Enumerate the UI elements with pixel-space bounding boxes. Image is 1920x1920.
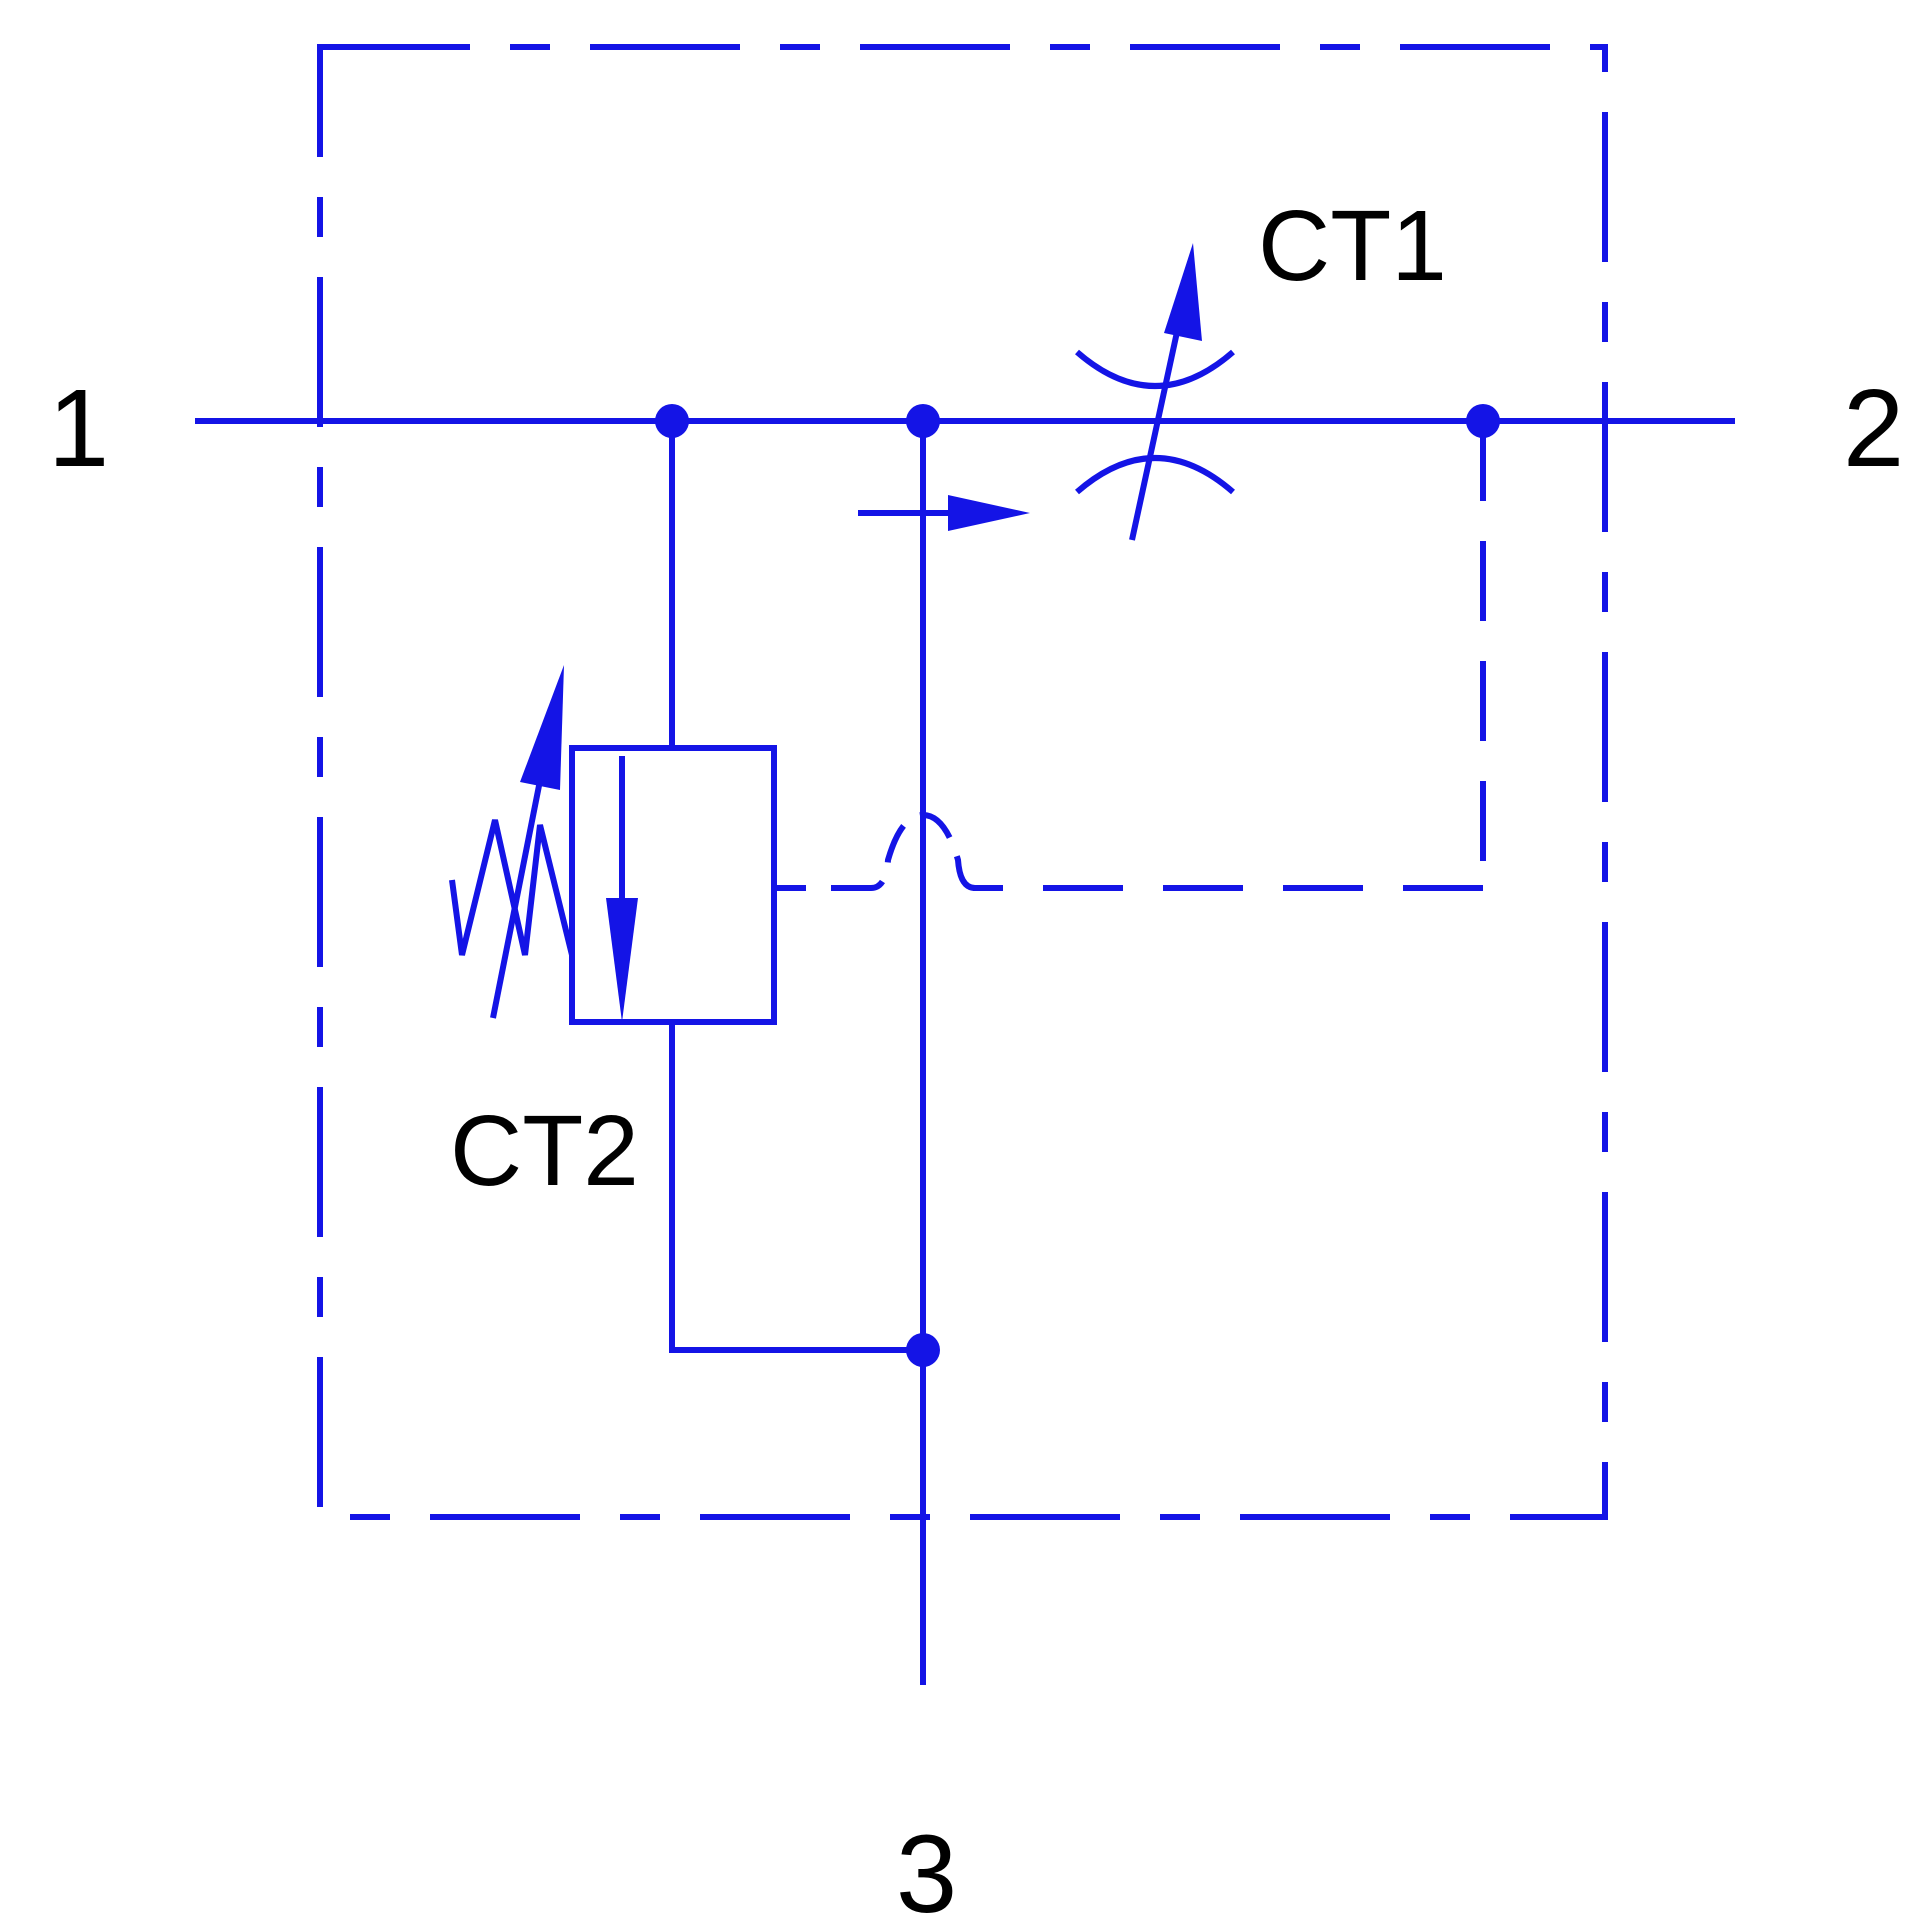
- enclosure-boundary: [317, 44, 1608, 1520]
- port-1-label: 1: [48, 367, 109, 490]
- pilot-line: [775, 421, 1486, 891]
- ct1-adjustable-throttle-icon: [1075, 243, 1235, 541]
- ct1-label: CT1: [1258, 190, 1447, 302]
- relief-valve-arrow: [606, 756, 638, 1022]
- adjustable-spring-icon: [449, 665, 575, 1019]
- ct2-label: CT2: [450, 1095, 639, 1207]
- flow-direction-arrow: [858, 495, 1030, 531]
- port-3-label: 3: [896, 1813, 957, 1920]
- port-2-label: 2: [1843, 367, 1904, 490]
- ct2-relief-valve-body: [569, 745, 777, 1025]
- relief-outlet-line: [669, 1022, 923, 1353]
